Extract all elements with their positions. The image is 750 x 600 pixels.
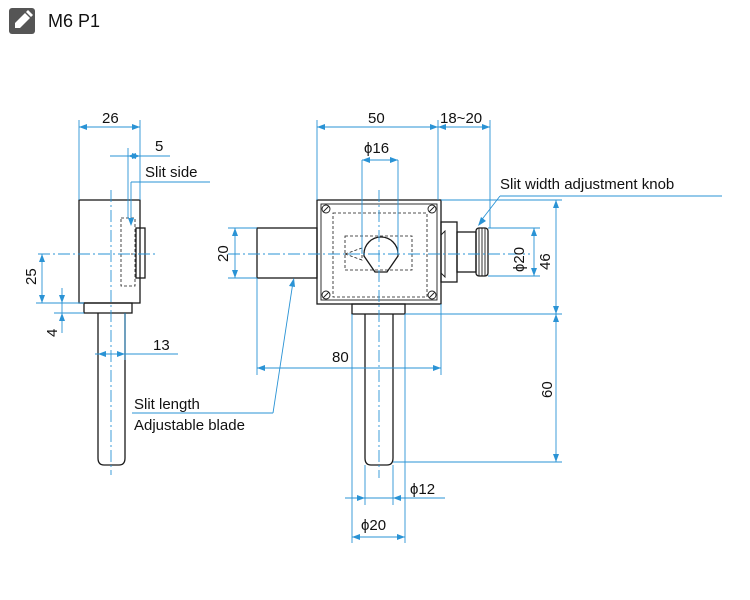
label-adjustable-blade: Adjustable blade <box>134 417 245 434</box>
dim-slit-offset: 5 <box>155 138 163 155</box>
front-view <box>228 190 530 478</box>
dim-side-4: 4 <box>44 329 61 337</box>
dim-side-13: 13 <box>153 337 170 354</box>
label-slit-length: Slit length <box>134 396 200 413</box>
pencil-icon <box>9 8 35 34</box>
dim-post-dia-inner: ϕ12 <box>410 481 435 498</box>
dim-side-width: 26 <box>102 110 119 127</box>
dim-body-height: 46 <box>537 253 554 270</box>
dim-side-height: 25 <box>23 268 40 285</box>
model-title: M6 P1 <box>48 11 100 31</box>
dim-knob-dia: ϕ20 <box>511 247 528 272</box>
front-view-dimensions: 50 18~20 ϕ16 20 Slit width adjustment kn… <box>132 110 722 543</box>
dim-post-length: 60 <box>539 381 556 398</box>
label-knob: Slit width adjustment knob <box>500 176 674 193</box>
dim-tube-height: 20 <box>215 245 232 262</box>
dim-knob-projection: 18~20 <box>440 110 482 127</box>
dim-bore-dia: ϕ16 <box>364 140 389 157</box>
dim-post-dia-outer: ϕ20 <box>361 517 386 534</box>
side-view-dimensions: 26 5 Slit side 25 4 13 <box>23 110 210 360</box>
label-slit-side: Slit side <box>145 164 198 181</box>
dim-front-width: 50 <box>368 110 385 127</box>
dim-overall-length: 80 <box>332 349 349 366</box>
